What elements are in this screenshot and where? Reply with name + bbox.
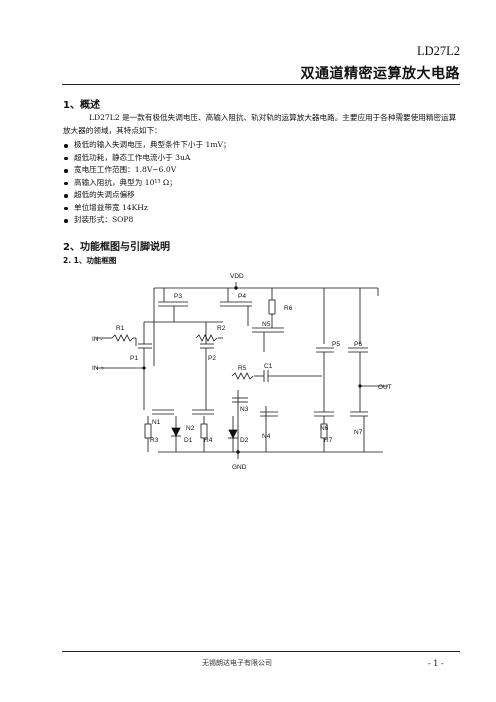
n5-label: N5	[262, 321, 271, 328]
functional-block-diagram: VDD GND IN - IN + OUT P1 P2 P3 P4 P5 P6 …	[92, 273, 392, 471]
r2-label: R2	[217, 325, 226, 332]
feature-item: 超低的失调点偏移	[63, 189, 231, 202]
bullet-icon	[64, 156, 68, 160]
part-number: LD27L2	[416, 44, 460, 58]
p5-label: P5	[332, 341, 340, 348]
bullet-icon	[64, 206, 68, 210]
feature-item: 宽电压工作范围：1.8V~6.0V	[63, 164, 231, 177]
p1-label: P1	[130, 355, 138, 362]
n6-label: N6	[320, 425, 329, 432]
in-minus-label: IN -	[92, 336, 102, 343]
r6-label: R6	[284, 305, 293, 312]
bullet-icon	[64, 144, 68, 148]
n3-label: N3	[240, 406, 249, 413]
r3-label: R3	[150, 437, 159, 444]
function-heading: 2、功能框图与引脚说明	[63, 242, 170, 253]
p6-label: P6	[354, 341, 362, 348]
r7-label: R7	[324, 437, 333, 444]
d2-label: D2	[240, 437, 249, 444]
in-plus-label: IN +	[92, 365, 104, 372]
bullet-icon	[64, 181, 68, 185]
header-rule	[62, 84, 460, 85]
vdd-label: VDD	[230, 273, 244, 280]
bullet-icon	[64, 219, 68, 223]
overview-paragraph: LD27L2 是一款有极低失调电压、高输入阻抗、轨对轨的运算放大器电路。主要应用…	[63, 113, 457, 135]
footer-rule	[62, 651, 460, 652]
page-number: - 1 -	[428, 659, 444, 668]
bullet-icon	[64, 169, 68, 173]
n2-label: N2	[186, 425, 195, 432]
feature-item: 高输入阻抗，典型为 10¹³ Ω；	[63, 177, 231, 190]
feature-item: 单位增益带宽 14KHz	[63, 202, 231, 215]
footer-company: 无锡朗达电子有限公司	[202, 659, 272, 667]
r1-label: R1	[116, 325, 125, 332]
feature-list: 极低的输入失调电压，典型条件下小于 1mV； 超低功耗，静态工作电流小于 3uA…	[63, 139, 231, 227]
c1-label: C1	[264, 363, 273, 370]
gnd-label: GND	[232, 464, 247, 471]
n1-label: N1	[152, 419, 161, 426]
p4-label: P4	[238, 293, 246, 300]
r4-label: R4	[204, 437, 213, 444]
document-title: 双通道精密运算放大电路	[300, 66, 460, 82]
feature-item: 极低的输入失调电压，典型条件下小于 1mV；	[63, 139, 231, 152]
out-label: OUT	[378, 384, 392, 391]
function-subheading: 2. 1、功能框图	[63, 256, 117, 265]
feature-item: 封装形式：SOP8	[63, 214, 231, 227]
p2-label: P2	[208, 355, 216, 362]
bullet-icon	[64, 194, 68, 198]
r5-label: R5	[238, 365, 247, 372]
overview-heading: 1、概述	[63, 100, 100, 111]
n4-label: N4	[262, 433, 271, 440]
p3-label: P3	[174, 293, 182, 300]
feature-item: 超低功耗，静态工作电流小于 3uA	[63, 152, 231, 165]
d1-label: D1	[184, 437, 193, 444]
n7-label: N7	[354, 429, 363, 436]
